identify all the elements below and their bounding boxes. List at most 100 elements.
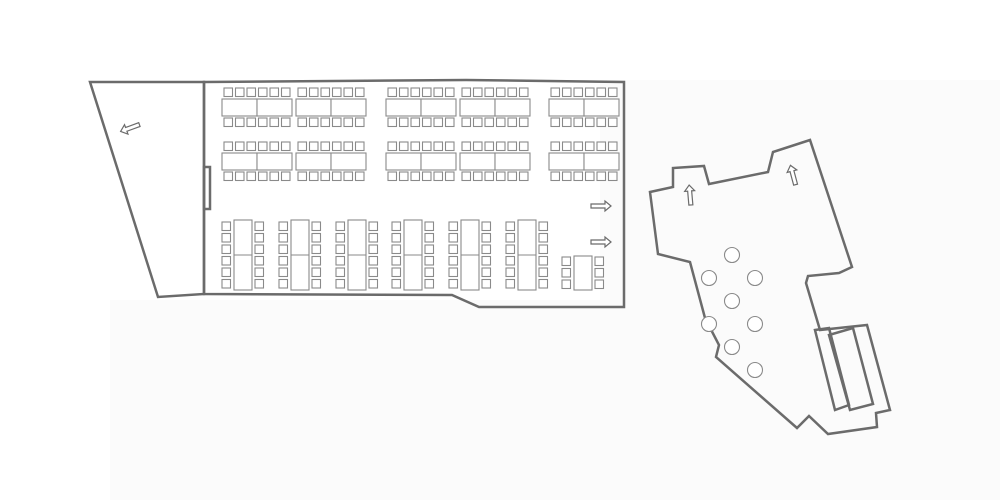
- chair: [223, 87, 234, 98]
- table: [494, 152, 531, 171]
- banquet-tables: [221, 87, 620, 291]
- chair: [472, 117, 483, 128]
- chair: [297, 171, 308, 182]
- chair: [594, 256, 605, 267]
- chair: [495, 171, 506, 182]
- chair: [444, 171, 455, 182]
- chair: [269, 141, 280, 152]
- table: [459, 152, 496, 171]
- chair: [354, 171, 365, 182]
- chair: [308, 117, 319, 128]
- chair: [424, 232, 435, 243]
- chair: [538, 255, 549, 266]
- chair: [481, 244, 492, 255]
- chair: [368, 232, 379, 243]
- table-group: [548, 141, 620, 182]
- chair: [354, 117, 365, 128]
- chair: [550, 171, 561, 182]
- chair: [507, 87, 518, 98]
- chair: [433, 171, 444, 182]
- table: [221, 152, 258, 171]
- chair: [433, 117, 444, 128]
- chair: [308, 141, 319, 152]
- chair: [257, 141, 268, 152]
- round-table: [746, 315, 764, 333]
- banquet-hall: [202, 78, 626, 309]
- chair: [278, 232, 289, 243]
- chair: [234, 87, 245, 98]
- chair: [448, 244, 459, 255]
- chair: [311, 221, 322, 232]
- round-table: [746, 361, 764, 379]
- chair: [481, 267, 492, 278]
- table: [256, 98, 293, 117]
- chair: [584, 141, 595, 152]
- round-table: [700, 269, 718, 287]
- chair: [221, 267, 232, 278]
- chair: [472, 171, 483, 182]
- chair: [335, 278, 346, 289]
- chair: [223, 141, 234, 152]
- chair: [368, 244, 379, 255]
- exit-arrow-left-icon: [119, 121, 141, 136]
- chair: [448, 221, 459, 232]
- chair: [308, 87, 319, 98]
- chair: [254, 221, 265, 232]
- chair: [594, 279, 605, 290]
- chair: [518, 141, 529, 152]
- chair: [573, 117, 584, 128]
- chair: [278, 278, 289, 289]
- chair: [444, 141, 455, 152]
- chair: [368, 221, 379, 232]
- round-tables: [700, 246, 764, 379]
- chair: [269, 117, 280, 128]
- chair: [448, 255, 459, 266]
- chair: [550, 87, 561, 98]
- chair: [343, 171, 354, 182]
- chair: [607, 117, 618, 128]
- chair: [223, 171, 234, 182]
- chair: [254, 267, 265, 278]
- chair: [573, 141, 584, 152]
- chair: [472, 87, 483, 98]
- chair: [561, 117, 572, 128]
- chair: [234, 141, 245, 152]
- table: [573, 255, 593, 291]
- exit-arrow-right-icon: [590, 199, 612, 213]
- chair: [223, 117, 234, 128]
- table-group: [459, 87, 531, 128]
- chair: [221, 221, 232, 232]
- exit-arrow-right-icon: [590, 235, 612, 249]
- table: [385, 152, 422, 171]
- exit-arrow-up-icon: [786, 164, 799, 186]
- chair: [387, 117, 398, 128]
- chair: [550, 141, 561, 152]
- chair: [221, 244, 232, 255]
- chair: [507, 171, 518, 182]
- chair: [410, 171, 421, 182]
- table: [420, 98, 457, 117]
- chair: [234, 117, 245, 128]
- chair: [484, 141, 495, 152]
- chair: [424, 255, 435, 266]
- table: [420, 152, 457, 171]
- chair: [280, 117, 291, 128]
- table-group: [548, 87, 620, 128]
- chair: [424, 244, 435, 255]
- chair: [495, 87, 506, 98]
- table: [459, 98, 496, 117]
- long-table-group: [448, 219, 492, 291]
- chair: [320, 117, 331, 128]
- table-group: [295, 87, 367, 128]
- chair: [246, 117, 257, 128]
- chair: [518, 87, 529, 98]
- round-table: [723, 338, 741, 356]
- table: [256, 152, 293, 171]
- long-table-group: [391, 219, 435, 291]
- chair: [308, 171, 319, 182]
- chair: [278, 244, 289, 255]
- table: [583, 152, 620, 171]
- chair: [518, 171, 529, 182]
- round-table: [746, 269, 764, 287]
- chair: [538, 278, 549, 289]
